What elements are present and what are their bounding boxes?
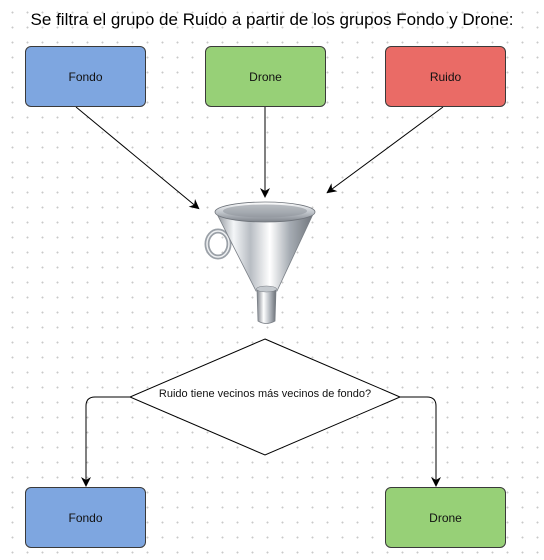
node-drone-bottom[interactable]: Drone <box>385 487 506 548</box>
arrow-decision-to-fondo <box>81 396 130 487</box>
arrow-fondo-to-funnel <box>75 106 200 210</box>
node-fondo-bottom[interactable]: Fondo <box>25 487 146 548</box>
diagram-title: Se filtra el grupo de Ruido a partir de … <box>30 10 514 29</box>
decision-label: Ruido tiene vecinos más vecinos de fondo… <box>158 388 372 400</box>
node-label: Fondo <box>68 510 103 525</box>
funnel-icon <box>204 201 316 324</box>
decision-diamond <box>128 338 402 456</box>
arrow-ruido-to-funnel <box>326 106 444 194</box>
node-fondo-top[interactable]: Fondo <box>25 46 146 107</box>
node-label: Drone <box>429 510 462 525</box>
node-label: Drone <box>249 69 282 84</box>
node-drone-top[interactable]: Drone <box>205 46 326 107</box>
arrow-decision-to-drone <box>400 396 441 487</box>
node-ruido-top[interactable]: Ruido <box>385 46 506 107</box>
node-label: Ruido <box>429 69 462 84</box>
node-label: Fondo <box>68 69 103 84</box>
